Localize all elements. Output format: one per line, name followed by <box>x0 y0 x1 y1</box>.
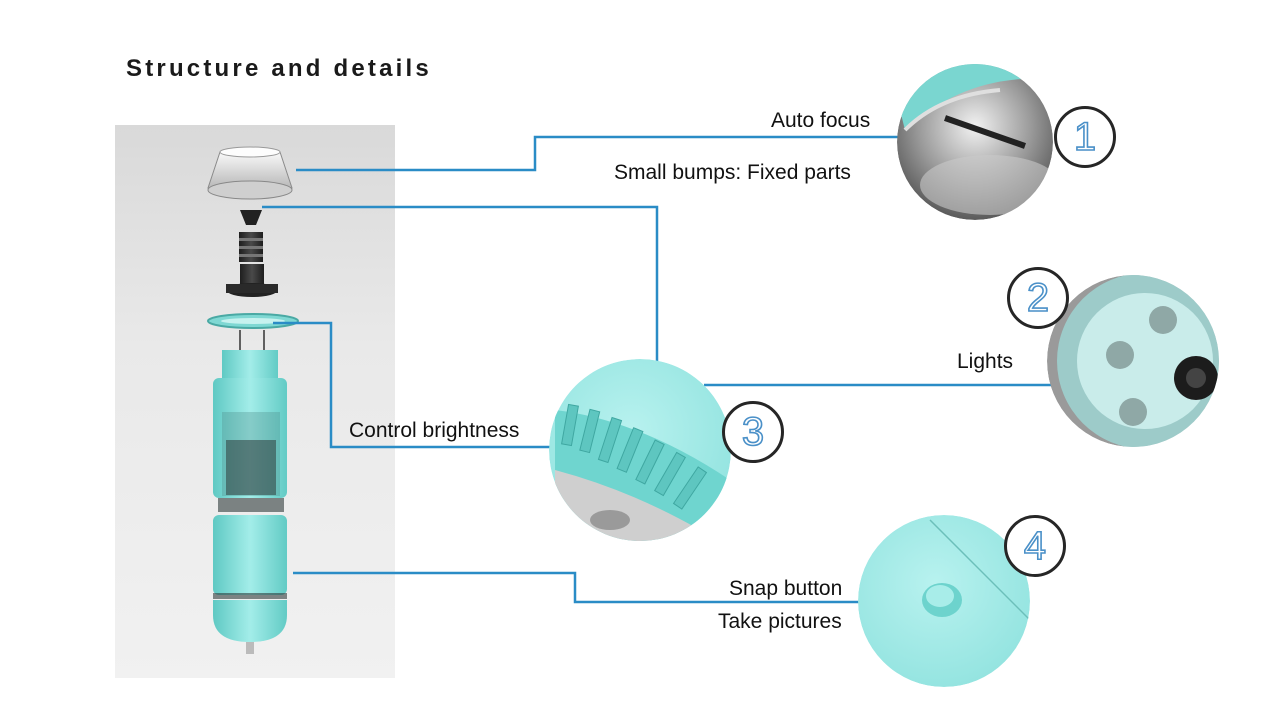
label-control-brightness: Control brightness <box>349 419 520 442</box>
label-auto-focus: Auto focus <box>771 109 871 132</box>
leader-lines <box>262 135 1053 604</box>
detail-snap-button-photo <box>858 515 1030 687</box>
device-lens-barrel <box>226 210 278 297</box>
badge-1: 1 <box>1054 106 1116 168</box>
label-small-bumps: Small bumps: Fixed parts <box>614 161 851 184</box>
device-brightness-ring <box>207 313 299 329</box>
detail-lens-photo <box>897 64 1053 220</box>
badge-2: 2 <box>1007 267 1069 329</box>
device-lens-cap <box>207 146 293 200</box>
label-take-pictures: Take pictures <box>718 610 842 633</box>
detail-lights-photo <box>1047 275 1219 447</box>
badge-4: 4 <box>1004 515 1066 577</box>
detail-brightness-photo <box>549 359 731 541</box>
label-snap-button: Snap button <box>729 577 843 600</box>
device-body <box>213 350 287 654</box>
label-lights: Lights <box>957 350 1014 373</box>
badge-3: 3 <box>722 401 784 463</box>
page-title: Structure and details <box>126 55 432 82</box>
